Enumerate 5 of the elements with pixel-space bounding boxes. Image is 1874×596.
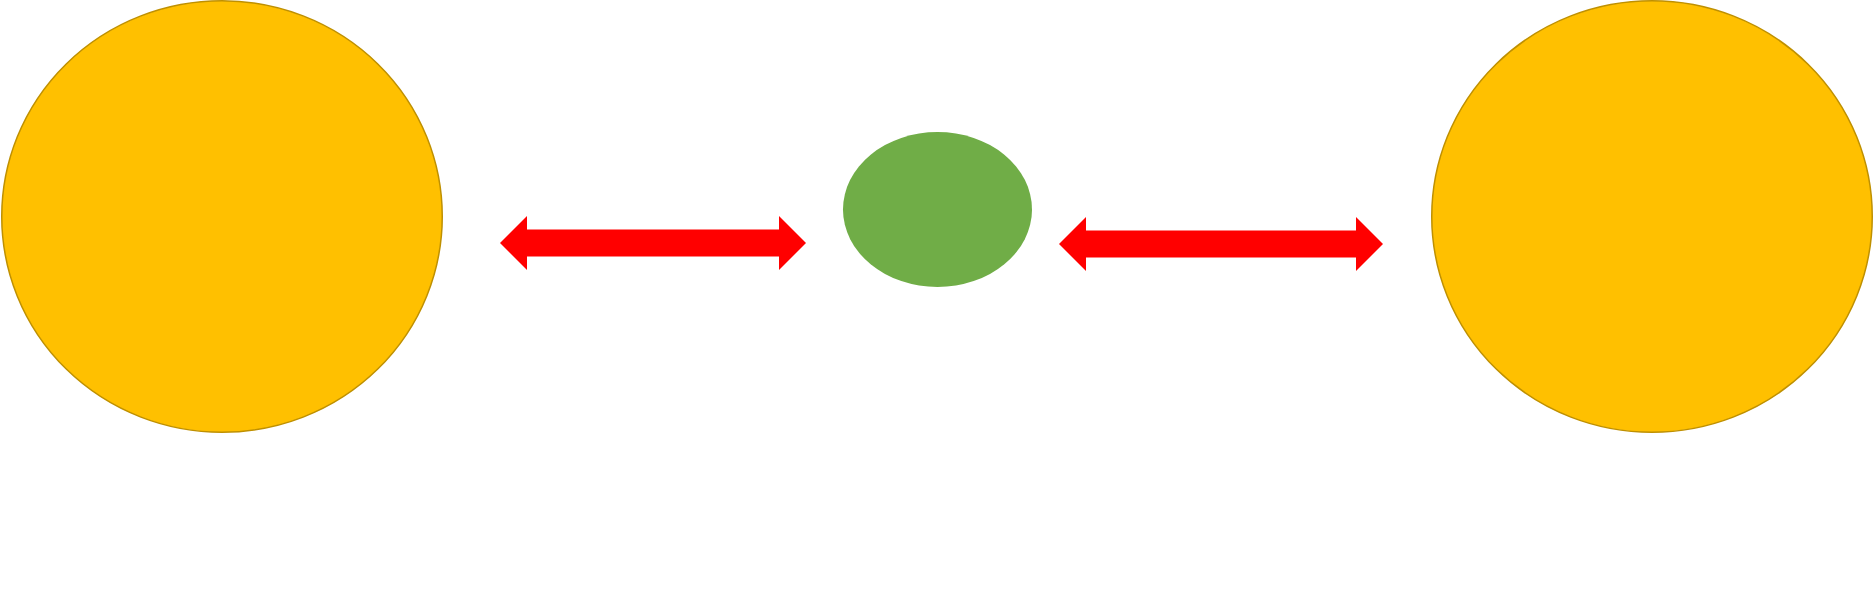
circle-node bbox=[1431, 0, 1873, 433]
double-arrow bbox=[1059, 217, 1383, 271]
ellipse-node bbox=[843, 132, 1032, 287]
circle-node bbox=[1, 0, 443, 433]
double-arrow bbox=[500, 216, 806, 270]
